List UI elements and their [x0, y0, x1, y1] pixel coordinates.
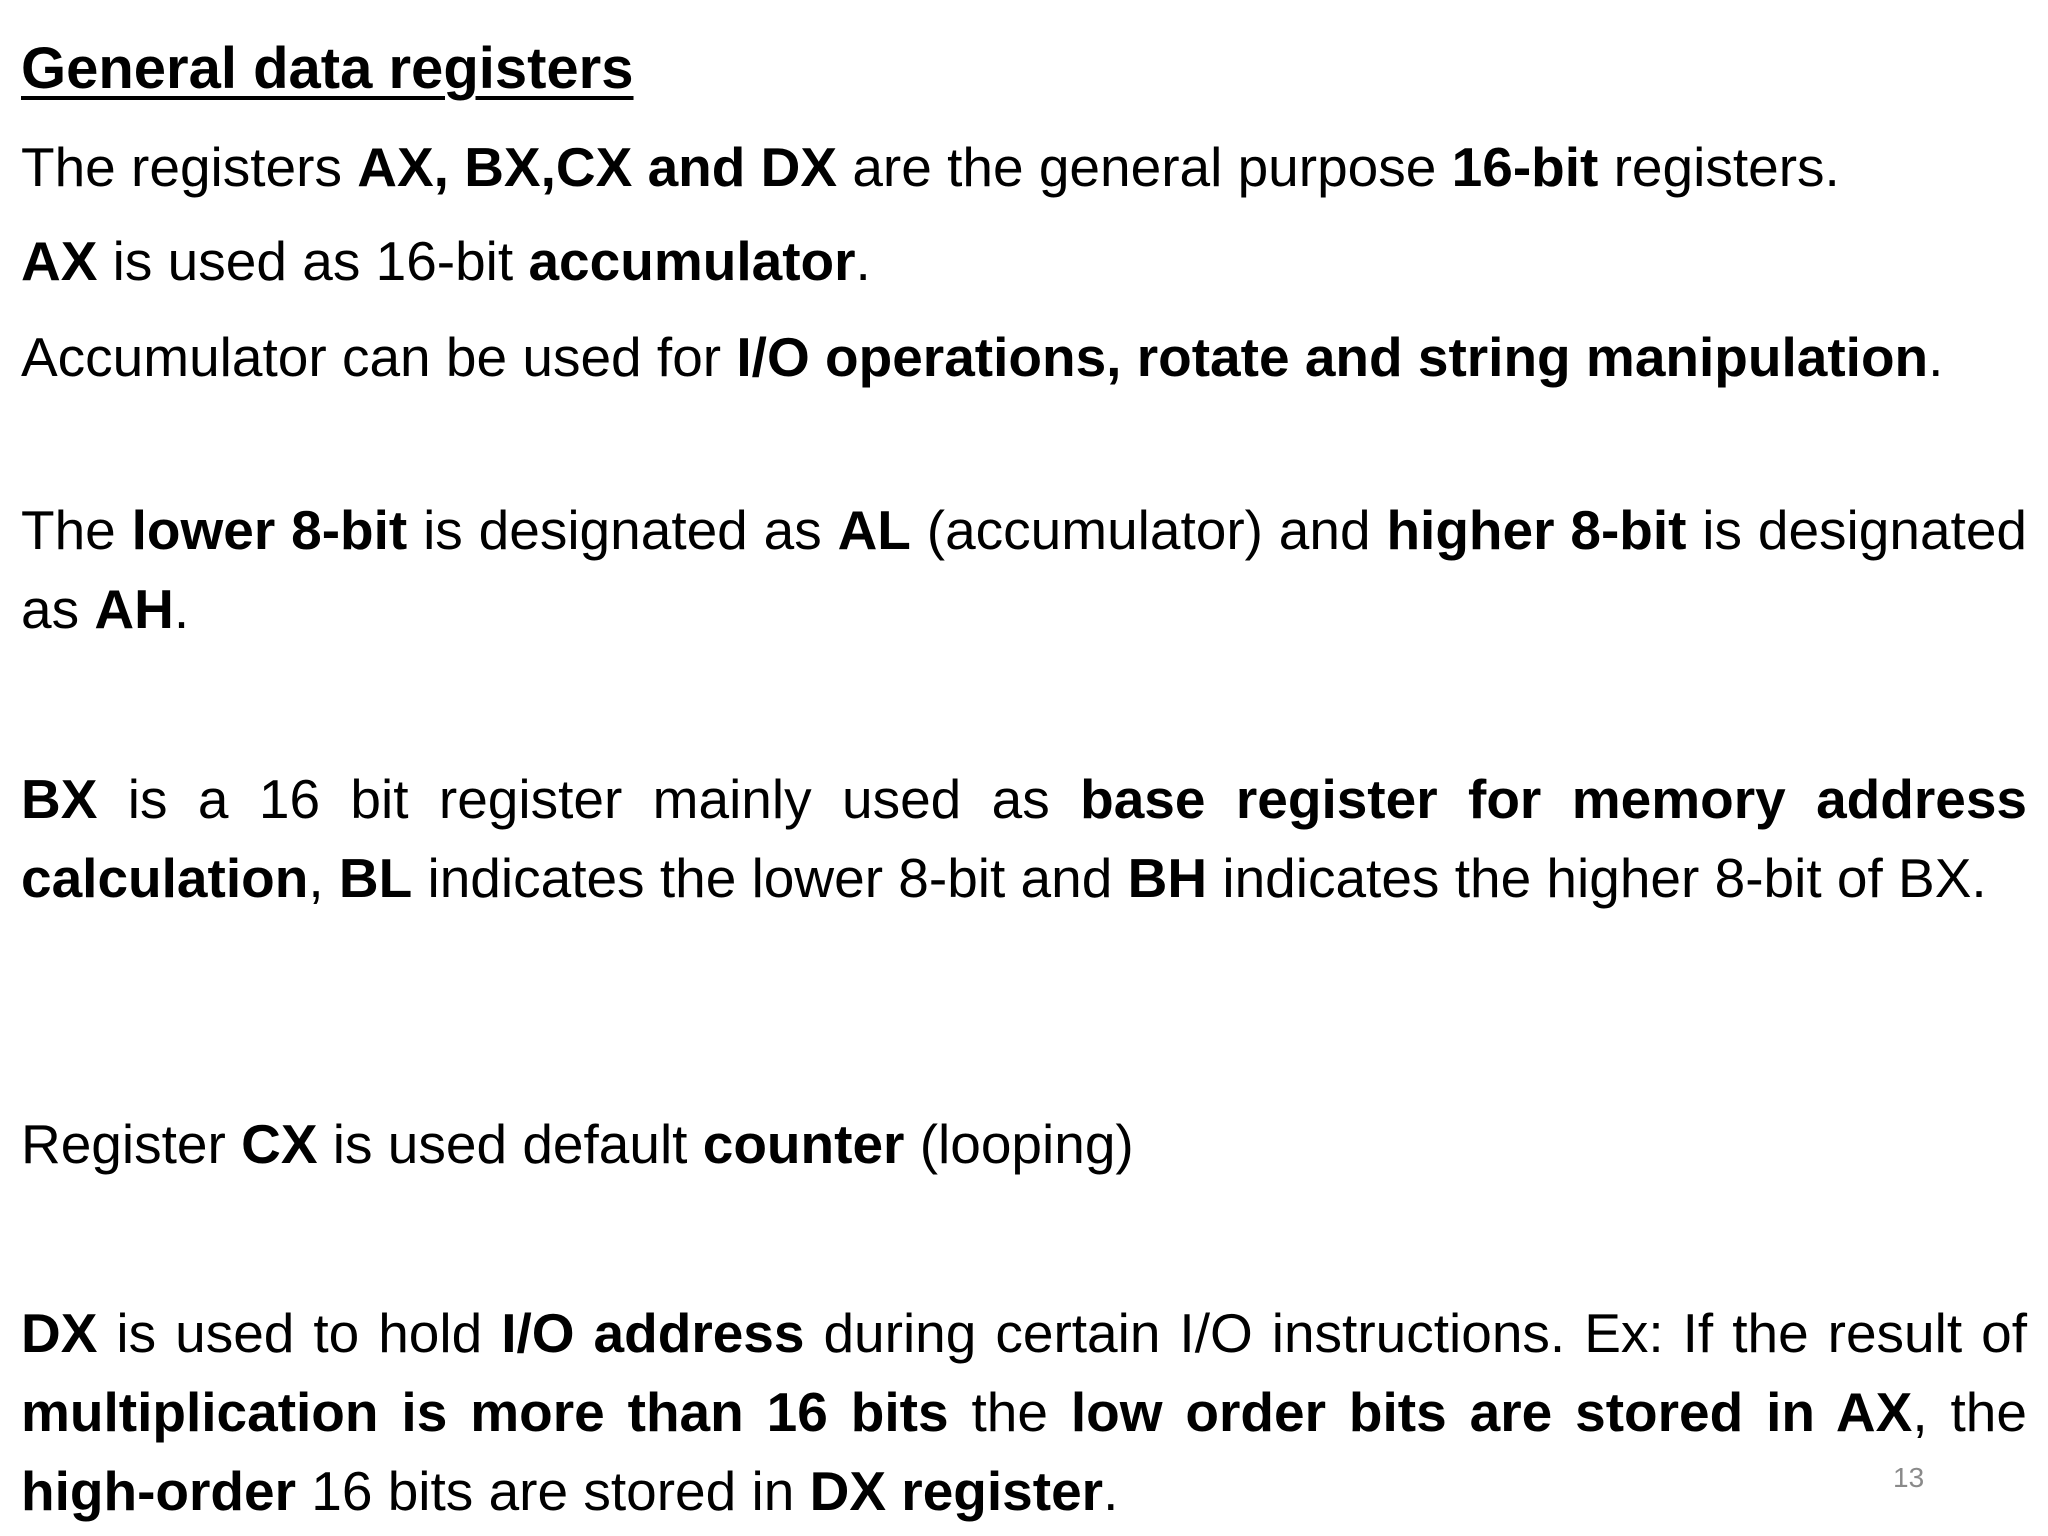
bold-text: AX, BX,CX and DX [357, 136, 838, 198]
text: (looping) [904, 1113, 1134, 1175]
bold-text: BX [21, 768, 98, 830]
text: is used as 16-bit [97, 230, 529, 292]
text: is used default [317, 1113, 703, 1175]
bold-text: lower 8-bit [131, 499, 408, 561]
slide-title: General data registers [21, 36, 634, 101]
text: The [21, 499, 132, 561]
bold-text: I/O address [501, 1302, 805, 1364]
bold-text: base register for memory address calcula… [21, 768, 2028, 909]
bold-text: higher 8-bit [1386, 499, 1687, 561]
text: the [948, 1381, 1071, 1443]
text: . [1103, 1460, 1119, 1522]
text: , [308, 847, 339, 909]
text: 16 bits are stored in [295, 1460, 810, 1522]
text: is used to hold [97, 1302, 502, 1364]
bold-text: DX [21, 1302, 98, 1364]
bold-text: AL [837, 499, 911, 561]
text: The registers [21, 136, 358, 198]
paragraph-ax-accumulator: AX is used as 16-bit accumulator. [21, 222, 2027, 301]
paragraph-general-registers: The registers AX, BX,CX and DX are the g… [21, 128, 1840, 207]
text: registers. [1598, 136, 1840, 198]
text: is a 16 bit register mainly used as [97, 768, 1081, 830]
bold-text: multiplication is more than 16 bits [21, 1381, 949, 1443]
bold-text: AX [21, 230, 98, 292]
text: indicates the lower 8-bit and [412, 847, 1128, 909]
text: Register [21, 1113, 242, 1175]
text: is designated as [407, 499, 838, 561]
bold-text: BL [338, 847, 413, 909]
text: , the [1912, 1381, 2027, 1443]
text: (accumulator) and [910, 499, 1387, 561]
bold-text: AH [94, 578, 174, 640]
bold-text: 16-bit [1451, 136, 1599, 198]
bold-text: low order bits are stored in AX [1070, 1381, 1913, 1443]
paragraph-dx-register: DX is used to hold I/O address during ce… [21, 1294, 2027, 1531]
paragraph-bx-register: BX is a 16 bit register mainly used as b… [21, 760, 2027, 918]
paragraph-accumulator-usage: Accumulator can be used for I/O operatio… [21, 318, 2027, 397]
text: indicates the higher 8-bit of BX. [1207, 847, 1987, 909]
paragraph-al-ah: The lower 8-bit is designated as AL (acc… [21, 491, 2027, 649]
bold-text: BH [1127, 847, 1208, 909]
bold-text: DX register [809, 1460, 1104, 1522]
bold-text: accumulator [528, 230, 856, 292]
text: . [173, 578, 190, 640]
text: . [855, 230, 871, 292]
paragraph-cx-register: Register CX is used default counter (loo… [21, 1105, 2027, 1184]
text: . [1928, 326, 1944, 388]
bold-text: I/O operations, rotate and string manipu… [736, 326, 1929, 388]
bold-text: high-order [21, 1460, 296, 1522]
text: is designated as [21, 499, 2027, 640]
text: during certain I/O instructions. Ex: If … [804, 1302, 2027, 1364]
text: are the general purpose [837, 136, 1452, 198]
bold-text: CX [241, 1113, 318, 1175]
text: Accumulator can be used for [21, 326, 737, 388]
bold-text: counter [702, 1113, 905, 1175]
page-number: 13 [1893, 1462, 1925, 1493]
